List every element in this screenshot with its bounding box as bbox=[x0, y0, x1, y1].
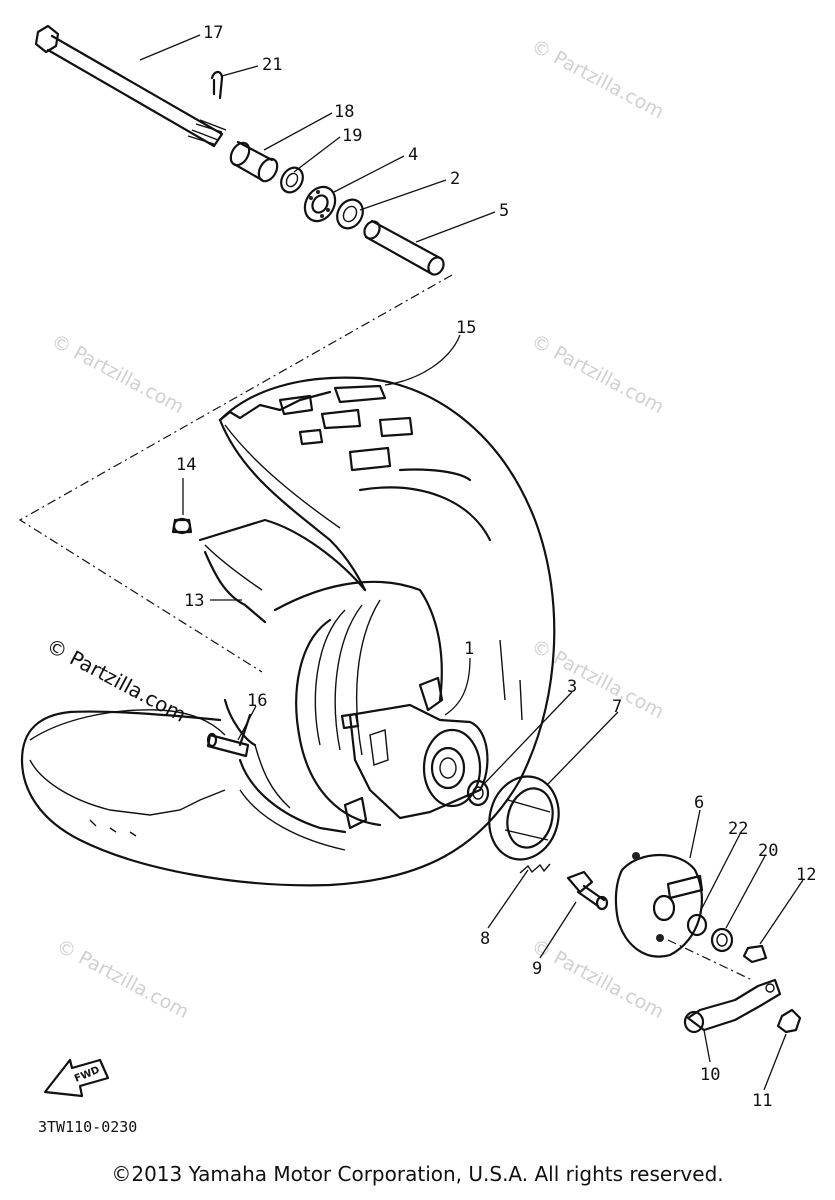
callout-3: 3 bbox=[567, 677, 577, 697]
brake-plate-part bbox=[614, 852, 704, 958]
callout-20: 20 bbox=[758, 841, 778, 861]
callout-16: 16 bbox=[247, 691, 267, 711]
spacer-part bbox=[363, 219, 445, 276]
watermark: © Partzilla.com bbox=[53, 935, 193, 1023]
hub-part bbox=[340, 676, 489, 830]
callout-2: 2 bbox=[450, 169, 460, 189]
collar-part bbox=[229, 140, 279, 183]
spring-part bbox=[519, 863, 551, 874]
oil-seal-part bbox=[466, 779, 490, 807]
callouts: 17 21 18 19 4 2 5 15 14 13 16 1 3 7 6 22… bbox=[176, 23, 816, 1111]
leader-lines bbox=[139, 34, 804, 1091]
bearing-part bbox=[303, 185, 337, 223]
diagram-code: 3TW110-0230 bbox=[38, 1118, 138, 1136]
callout-15: 15 bbox=[456, 318, 476, 338]
washer-part bbox=[686, 913, 708, 937]
copyright-notice: ©2013 Yamaha Motor Corporation, U.S.A. A… bbox=[111, 1162, 724, 1186]
callout-14: 14 bbox=[176, 455, 196, 475]
callout-17: 17 bbox=[203, 23, 223, 43]
alignment-line bbox=[18, 274, 453, 673]
rim-band-part bbox=[204, 544, 263, 591]
callout-1: 1 bbox=[464, 639, 474, 659]
watermark: © Partzilla.com bbox=[48, 330, 188, 418]
callout-18: 18 bbox=[334, 102, 354, 122]
brake-shoe-part bbox=[488, 775, 560, 861]
callout-11: 11 bbox=[752, 1091, 772, 1111]
nut-part bbox=[710, 927, 734, 953]
callout-19: 19 bbox=[342, 126, 362, 146]
callout-10: 10 bbox=[700, 1065, 720, 1085]
valve-nut-part bbox=[171, 517, 193, 535]
watermark: © Partzilla.com bbox=[528, 35, 668, 123]
callout-4: 4 bbox=[408, 145, 418, 165]
callout-6: 6 bbox=[694, 793, 704, 813]
callout-7: 7 bbox=[612, 697, 622, 717]
oil-seal-part bbox=[280, 166, 304, 194]
axle-part bbox=[34, 24, 227, 148]
watermark: © Partzilla.com bbox=[528, 935, 668, 1023]
camshaft-part bbox=[566, 870, 609, 911]
watermark: © Partzilla.com bbox=[528, 635, 668, 723]
tire-part bbox=[20, 376, 556, 887]
camshaft-lever-part bbox=[683, 978, 782, 1034]
bearing-part bbox=[336, 198, 364, 230]
rim-part bbox=[198, 518, 443, 834]
callout-8: 8 bbox=[480, 929, 490, 949]
callout-13: 13 bbox=[184, 591, 204, 611]
callout-22: 22 bbox=[728, 819, 748, 839]
alignment-line bbox=[667, 939, 753, 981]
fwd-arrow-icon: FWD bbox=[43, 1058, 110, 1098]
cotter-pin-part bbox=[210, 70, 224, 100]
nut-part bbox=[742, 944, 768, 964]
callout-5: 5 bbox=[499, 201, 509, 221]
bolt-part bbox=[776, 1008, 802, 1034]
callout-12: 12 bbox=[796, 865, 816, 885]
watermark: © Partzilla.com bbox=[528, 330, 668, 418]
callout-9: 9 bbox=[532, 959, 542, 979]
callout-21: 21 bbox=[262, 55, 282, 75]
valve-part bbox=[206, 732, 250, 758]
